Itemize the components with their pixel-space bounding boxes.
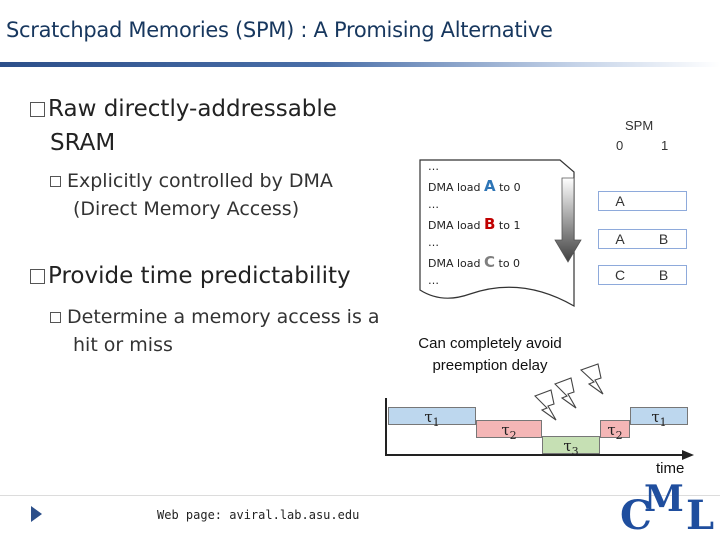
- checkbox-icon: [30, 102, 45, 117]
- block-c-label: C: [484, 253, 496, 271]
- program-line: …: [428, 274, 439, 287]
- task-block-tau2: τ2: [600, 420, 630, 442]
- spm-cell: C: [598, 265, 642, 285]
- block-a-label: A: [484, 177, 496, 195]
- footer-web-page: Web page: aviral.lab.asu.edu: [157, 508, 360, 522]
- spm-cell: A: [598, 229, 642, 249]
- timeline-y-axis: [385, 398, 387, 456]
- spm-col-1-header: 1: [661, 138, 669, 153]
- bullet-provide: Provide time predictability: [30, 263, 351, 289]
- down-arrow-icon: [554, 177, 582, 263]
- program-lines: … DMA load A to 0 … DMA load B to 1 … DM…: [428, 160, 521, 287]
- task-block-tau3: τ3: [542, 436, 600, 458]
- checkbox-icon: [30, 269, 45, 284]
- sub-bullet-dma-line2: (Direct Memory Access): [73, 198, 300, 220]
- bullet-raw-line2: SRAM: [50, 130, 116, 156]
- program-line: …: [428, 198, 439, 211]
- preemption-note: Can completely avoid preemption delay: [418, 335, 562, 374]
- program-line: …: [428, 236, 439, 249]
- task-block-tau2: τ2: [476, 420, 542, 442]
- program-line: DMA load B to 1: [428, 215, 521, 233]
- spm-cell: B: [641, 229, 687, 249]
- checkbox-icon: [50, 176, 61, 187]
- spm-label: SPM: [625, 118, 654, 133]
- block-b-label: B: [484, 215, 496, 233]
- spm-cell: B: [641, 265, 687, 285]
- slide-title: Scratchpad Memories (SPM) : A Promising …: [6, 18, 553, 42]
- task-block-tau1: τ1: [388, 407, 476, 429]
- timeline-arrow-icon: [682, 450, 694, 460]
- bullet-raw: Raw directly-addressable: [30, 96, 337, 122]
- spm-cell: A: [598, 191, 642, 211]
- footer-divider: [0, 495, 720, 496]
- program-line: DMA load A to 0: [428, 177, 521, 195]
- sub-bullet-determine-line2: hit or miss: [73, 334, 173, 356]
- lightning-icon: [534, 363, 604, 421]
- sub-bullet-determine: Determine a memory access is a: [50, 306, 380, 328]
- timeline-axis-label: time: [656, 460, 685, 477]
- spm-cell: [641, 191, 687, 211]
- spm-col-0-header: 0: [616, 138, 624, 153]
- cml-logo: C M L: [620, 478, 715, 539]
- title-underline: [0, 62, 720, 67]
- footer-arrow-icon: [31, 506, 42, 522]
- checkbox-icon: [50, 312, 61, 323]
- program-document-shape: [419, 159, 575, 308]
- program-line: …: [428, 160, 439, 173]
- sub-bullet-dma: Explicitly controlled by DMA: [50, 170, 333, 192]
- timeline-x-axis: [385, 454, 685, 456]
- task-block-tau1: τ1: [630, 407, 688, 429]
- program-line: DMA load C to 0: [428, 253, 521, 271]
